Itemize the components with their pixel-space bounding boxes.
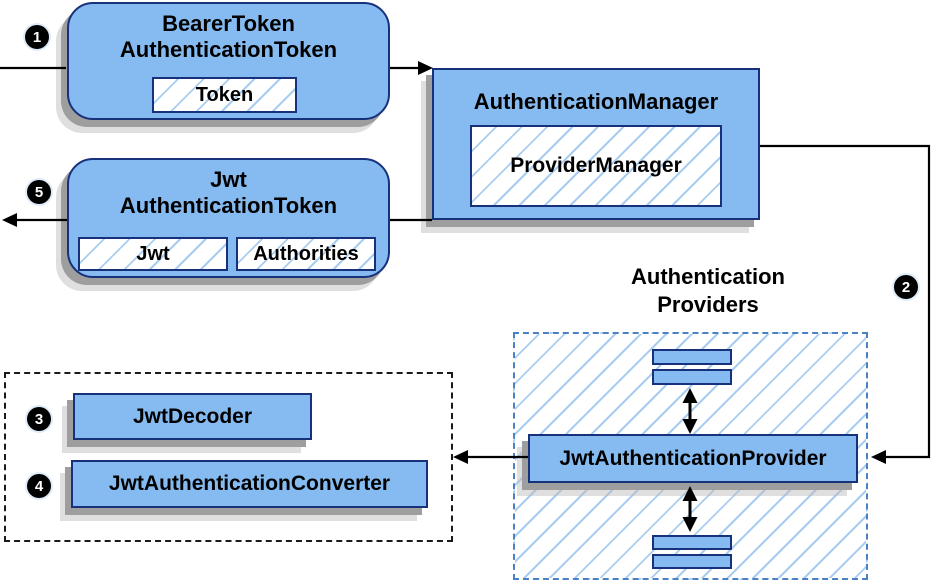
- step-4-badge: 4: [27, 474, 51, 498]
- provider-placeholder-bar-top-2: [652, 369, 732, 385]
- authentication-manager-title: AuthenticationManager: [473, 89, 719, 114]
- provider-placeholder-bar-top-1: [652, 349, 732, 365]
- jwt-token-title-line2: AuthenticationToken: [119, 193, 338, 218]
- provider-manager-label: ProviderManager: [510, 154, 682, 177]
- step-5-badge: 5: [27, 180, 51, 204]
- jwt-decoder-label: JwtDecoder: [132, 404, 253, 428]
- step-4-number: 4: [34, 477, 44, 495]
- jwt-authentication-token-box: Jwt AuthenticationToken Jwt Authorities: [67, 158, 390, 278]
- step-2-badge: 2: [894, 275, 918, 299]
- token-field-label: Token: [195, 83, 254, 106]
- bearer-token-authentication-token-box: BearerToken AuthenticationToken Token: [67, 2, 390, 120]
- bearer-token-title-line1: BearerToken: [162, 11, 295, 36]
- jwt-authentication-provider-label: JwtAuthenticationProvider: [559, 446, 827, 470]
- authentication-providers-title-line1: Authentication: [631, 264, 785, 289]
- bearer-token-title-line2: AuthenticationToken: [119, 37, 338, 62]
- step-1-badge: 1: [25, 25, 49, 49]
- jwt-authentication-converter-box: JwtAuthenticationConverter: [71, 460, 428, 508]
- jwt-decoder-box: JwtDecoder: [73, 393, 312, 440]
- connector-jwt-token-out-arrow: [2, 213, 67, 227]
- authentication-providers-title: Authentication Providers: [578, 263, 838, 319]
- step-3-badge: 3: [27, 407, 51, 431]
- authentication-providers-title-line2: Providers: [657, 292, 759, 317]
- jwt-field-label: Jwt: [136, 242, 170, 265]
- jwt-token-box-title: Jwt AuthenticationToken: [69, 160, 388, 219]
- authorities-field-label: Authorities: [253, 242, 359, 265]
- jwt-token-title-line1: Jwt: [210, 167, 247, 192]
- step-3-number: 3: [34, 410, 44, 428]
- jwt-authentication-provider-box: JwtAuthenticationProvider: [528, 434, 858, 483]
- jwt-support-group-box: [4, 372, 453, 542]
- step-2-number: 2: [901, 278, 911, 296]
- step-5-number: 5: [34, 183, 44, 201]
- jwt-authentication-converter-label: JwtAuthenticationConverter: [108, 472, 391, 495]
- authentication-manager-box: AuthenticationManager ProviderManager: [432, 68, 760, 220]
- provider-placeholder-bar-bottom-2: [652, 554, 732, 569]
- provider-placeholder-bar-bottom-1: [652, 535, 732, 550]
- provider-manager-field: ProviderManager: [470, 125, 722, 207]
- token-field: Token: [152, 77, 297, 113]
- connector-bearer-to-manager-arrow: [390, 61, 433, 75]
- step-1-number: 1: [32, 28, 42, 46]
- bearer-token-box-title: BearerToken AuthenticationToken: [69, 4, 388, 63]
- authorities-field: Authorities: [236, 237, 376, 271]
- jwt-field: Jwt: [78, 237, 228, 271]
